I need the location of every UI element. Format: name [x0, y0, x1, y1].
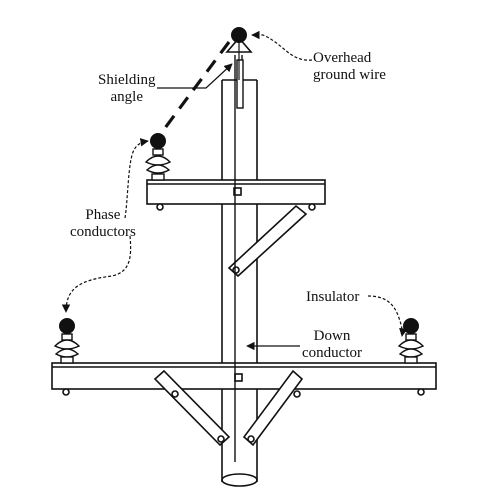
upper-crossarm: [146, 179, 326, 211]
label-overhead-line-1: Overhead: [313, 50, 372, 66]
label-down-line-1: Down: [313, 328, 351, 344]
lower-crossarm: [51, 362, 437, 396]
leader-lines: [61, 30, 408, 351]
pole: [221, 79, 258, 487]
label-shielding-line-2: angle: [110, 89, 143, 105]
label-insulator: Insulator: [306, 289, 360, 305]
label-phase-line-1: Phase: [85, 207, 121, 223]
label-phase-conductors: Phase conductors: [70, 207, 136, 241]
label-overhead-line-2: ground wire: [313, 67, 386, 83]
label-overhead-ground-wire: Overhead ground wire: [313, 50, 386, 84]
lower-braces: [153, 369, 304, 447]
label-down-conductor: Down conductor: [302, 328, 362, 362]
upper-phase-insulator: [144, 133, 172, 181]
label-shielding-angle: Shielding angle: [98, 72, 156, 106]
down-conductor-line: [234, 55, 244, 462]
label-down-line-2: conductor: [302, 345, 362, 361]
lower-left-insulator: [53, 318, 81, 364]
lower-right-insulator: [397, 318, 425, 364]
shielding-line: [160, 41, 231, 133]
overhead-ground-wire-fitting: [225, 27, 253, 53]
upper-brace: [227, 204, 308, 278]
label-shielding-line-1: Shielding: [98, 72, 156, 88]
label-phase-line-2: conductors: [70, 224, 136, 240]
